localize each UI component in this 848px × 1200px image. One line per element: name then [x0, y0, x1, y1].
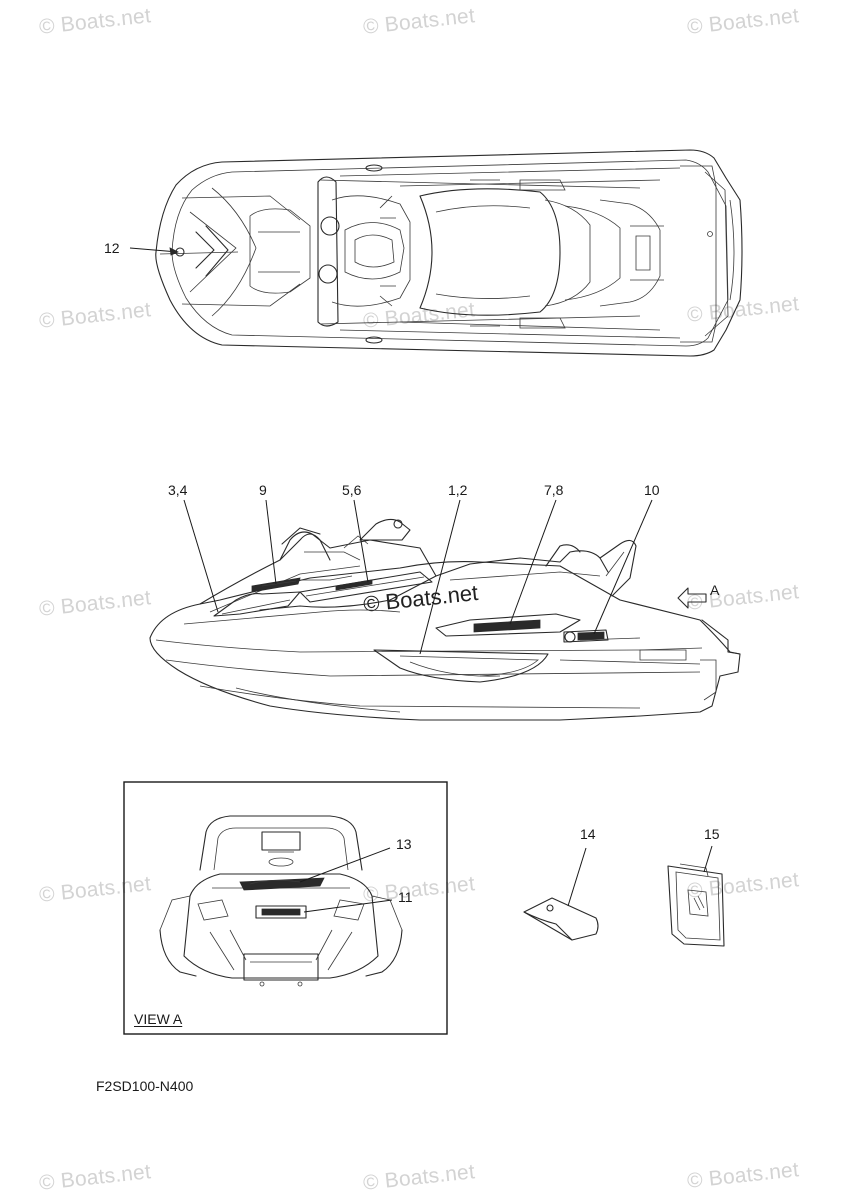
- callout-12: 12: [104, 240, 120, 256]
- leader-line: [129, 247, 179, 253]
- leader-line: [265, 499, 277, 585]
- callout-11: 11: [398, 889, 413, 905]
- view-arrow-label: A: [710, 582, 720, 598]
- view-arrow-icon: [677, 587, 707, 609]
- leader-line: [299, 847, 391, 883]
- callout-13: 13: [396, 836, 412, 852]
- leader-line: [353, 499, 369, 583]
- callout-10: 10: [644, 482, 660, 498]
- top-view-watercraft: [155, 149, 743, 357]
- leader-line: [593, 499, 653, 635]
- part-15-document-pouch: [667, 863, 725, 947]
- diagram-code: F2SD100-N400: [96, 1078, 194, 1094]
- view-a-label: VIEW A: [134, 1011, 183, 1027]
- leader-line: [419, 499, 461, 655]
- leader-line: [509, 499, 557, 625]
- callout-14: 14: [580, 826, 596, 842]
- callout-5-6: 5,6: [342, 482, 362, 498]
- part-14-pouch: [523, 897, 599, 941]
- view-a-frame: [123, 781, 448, 1035]
- callout-7-8: 7,8: [544, 482, 564, 498]
- side-view-watercraft: [149, 518, 741, 721]
- rear-view-watercraft: [159, 815, 403, 987]
- callout-1-2: 1,2: [448, 482, 468, 498]
- callout-3-4: 3,4: [168, 482, 188, 498]
- leader-line: [303, 899, 393, 913]
- callout-9: 9: [259, 482, 267, 498]
- leader-line: [567, 847, 587, 907]
- callout-15: 15: [704, 826, 720, 842]
- leader-line: [183, 499, 219, 613]
- leader-line: [703, 845, 713, 873]
